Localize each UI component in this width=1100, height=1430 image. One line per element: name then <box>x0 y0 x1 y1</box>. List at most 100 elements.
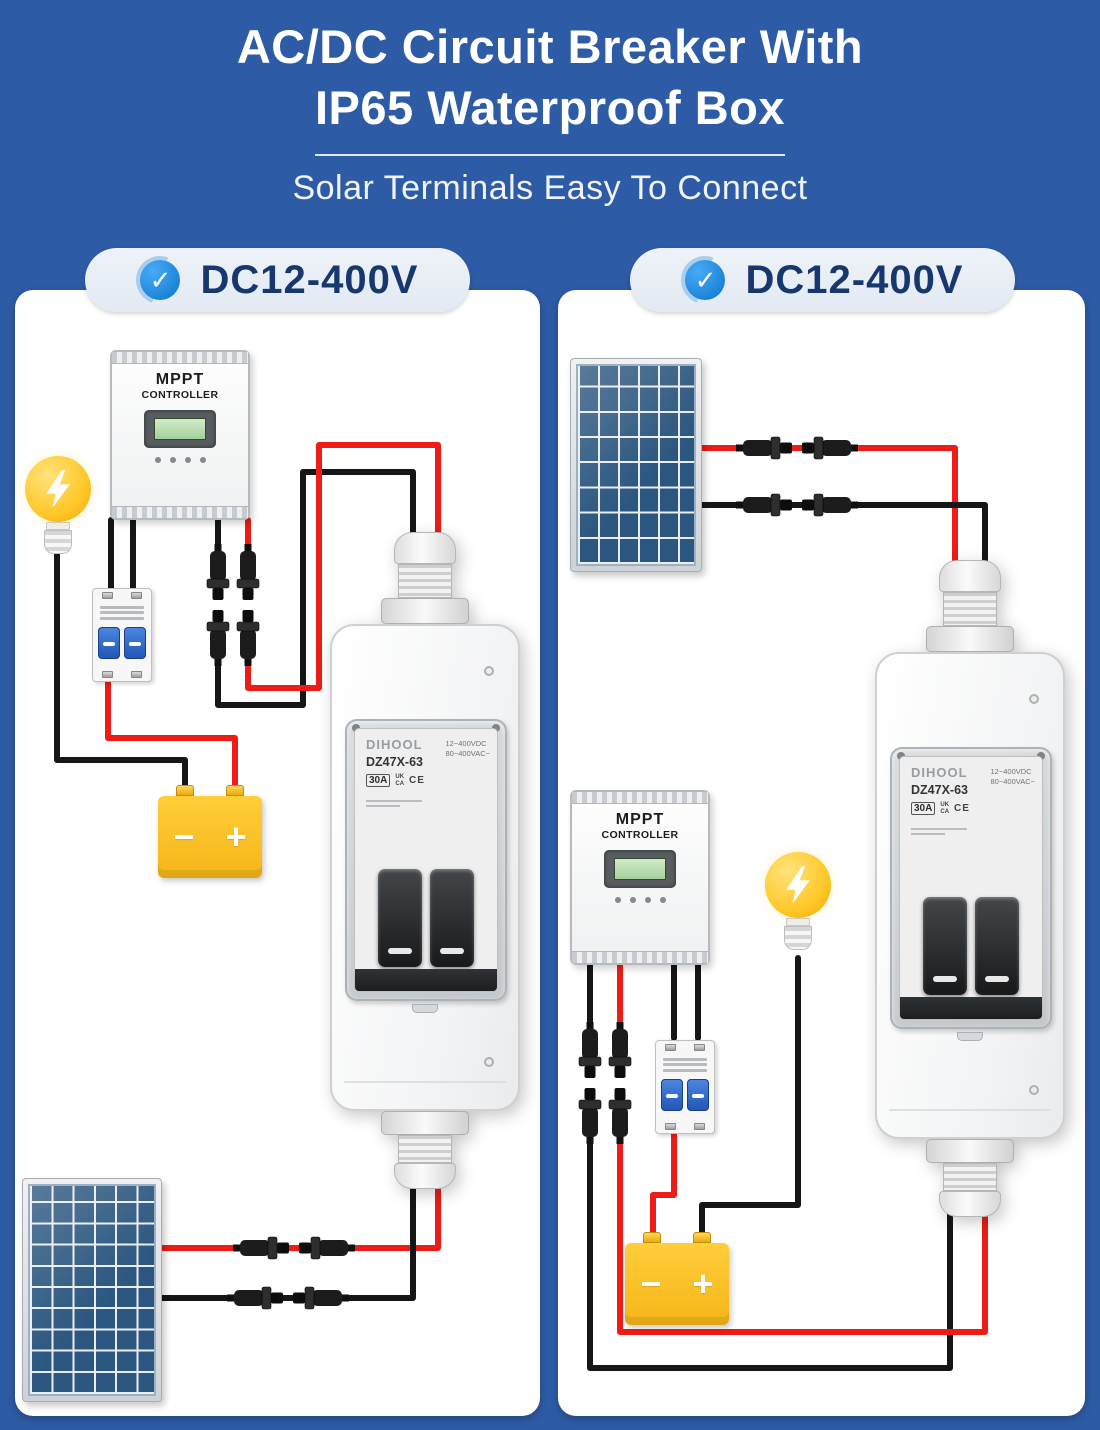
solar-cells <box>28 1184 156 1396</box>
battery-body: − + <box>625 1243 729 1325</box>
solar-panel <box>570 358 702 572</box>
mini-circuit-breaker <box>655 1040 715 1134</box>
cable-gland-bottom-thread <box>398 1135 452 1163</box>
breaker-terminal-screws-bottom <box>93 671 151 678</box>
mppt-controller: MPPT CONTROLLER <box>570 790 710 965</box>
breaker-terminal-screws-bottom <box>656 1123 714 1130</box>
breaker-switches <box>355 869 497 967</box>
cable-gland-top-cap <box>939 560 1001 592</box>
controller-lcd-screen <box>614 858 666 880</box>
waterproof-breaker-box: DIHOOL 12~400VDC 80~400VAC~ DZ47X-63 30A… <box>330 532 520 1189</box>
breaker-brand: DIHOOL <box>911 765 968 780</box>
breaker-toggles <box>661 1079 709 1111</box>
voltage-badge-right: DC12-400V <box>630 248 1015 312</box>
check-icon <box>128 248 193 312</box>
breaker-window: DIHOOL 12~400VDC 80~400VAC~ DZ47X-63 30A… <box>345 719 507 1001</box>
breaker-volt-ac: 80~400VAC~ <box>990 777 1035 787</box>
breaker-switch-right <box>430 869 474 967</box>
breaker-toggle-right <box>124 627 146 659</box>
breaker-model: DZ47X-63 <box>911 783 968 797</box>
mppt-controller: MPPT CONTROLLER <box>110 350 250 520</box>
breaker-model: DZ47X-63 <box>366 755 423 769</box>
screw-hole <box>484 1057 494 1067</box>
breaker-voltage-ratings: 12~400VDC 80~400VAC~ <box>446 739 490 759</box>
controller-name: MPPT CONTROLLER <box>142 371 219 401</box>
breaker-brand: DIHOOL <box>366 737 423 752</box>
header-divider <box>315 154 785 157</box>
cable-gland-bottom-nut <box>926 1139 1014 1163</box>
controller-label-line1: MPPT <box>615 811 665 828</box>
check-icon <box>673 248 738 312</box>
din-breaker-face: DIHOOL 12~400VDC 80~400VAC~ DZ47X-63 30A… <box>899 756 1043 1020</box>
controller-vent-bottom <box>572 951 708 963</box>
breaker-base <box>355 969 497 991</box>
box-seam <box>344 1081 506 1083</box>
controller-buttons <box>614 897 666 903</box>
breaker-toggle-left <box>661 1079 683 1111</box>
breaker-volt-dc: 12~400VDC <box>445 739 487 748</box>
ukca-mark: UK CA <box>395 774 404 787</box>
battery-plus: + <box>225 816 247 857</box>
breaker-toggle-left <box>98 627 120 659</box>
breaker-toggle-right <box>687 1079 709 1111</box>
box-body: DIHOOL 12~400VDC 80~400VAC~ DZ47X-63 30A… <box>330 624 520 1111</box>
mini-circuit-breaker <box>92 588 152 682</box>
breaker-rating: 30A <box>366 774 391 788</box>
screw-hole <box>484 666 494 676</box>
screw-hole <box>1029 1085 1039 1095</box>
battery-body: − + <box>158 796 262 878</box>
box-seam <box>889 1109 1051 1111</box>
battery: − + <box>625 1232 729 1325</box>
breaker-switch-left <box>378 869 422 967</box>
ce-mark: CE <box>409 775 425 787</box>
cable-gland-bottom-nut <box>381 1111 469 1135</box>
window-latch <box>412 1004 438 1013</box>
breaker-terminal-screws-top <box>656 1044 714 1051</box>
subtitle: Solar Terminals Easy To Connect <box>292 169 808 208</box>
battery: − + <box>158 785 262 878</box>
box-body: DIHOOL 12~400VDC 80~400VAC~ DZ47X-63 30A… <box>875 652 1065 1139</box>
badge-label: DC12-400V <box>745 257 964 302</box>
breaker-certs: 30A UK CA CE <box>366 774 425 788</box>
cable-gland-bottom-cap <box>939 1191 1001 1217</box>
solar-panel <box>22 1178 162 1402</box>
wiring-diagram-panel-left: MPPT CONTROLLER <box>15 290 540 1416</box>
cable-gland-top-nut <box>381 598 469 624</box>
battery-minus: − <box>173 816 195 857</box>
header: AC/DC Circuit Breaker With IP65 Waterpro… <box>0 0 1100 208</box>
voltage-badge-left: DC12-400V <box>85 248 470 312</box>
breaker-switches <box>900 897 1042 995</box>
breaker-switch-right <box>975 897 1019 995</box>
ukca-ca: CA <box>395 780 405 787</box>
controller-display <box>144 410 216 448</box>
bulb-screw-base <box>784 926 812 950</box>
window-latch <box>957 1032 983 1041</box>
badge-label: DC12-400V <box>200 257 419 302</box>
lightning-bolt-icon <box>786 866 810 904</box>
controller-display <box>604 850 676 888</box>
bulb-globe <box>765 852 831 918</box>
breaker-spec-lines <box>911 825 967 838</box>
battery-plus: + <box>692 1263 714 1304</box>
controller-vent-bottom <box>112 506 248 518</box>
breaker-switch-left <box>923 897 967 995</box>
bulb-screw-base <box>44 530 72 554</box>
controller-vent-top <box>112 352 248 364</box>
battery-terminals <box>625 1232 729 1243</box>
waterproof-breaker-box: DIHOOL 12~400VDC 80~400VAC~ DZ47X-63 30A… <box>875 560 1065 1217</box>
cable-gland-bottom-thread <box>943 1163 997 1191</box>
breaker-rating: 30A <box>911 802 936 816</box>
cable-gland-bottom-cap <box>394 1163 456 1189</box>
din-breaker-face: DIHOOL 12~400VDC 80~400VAC~ DZ47X-63 30A… <box>354 728 498 992</box>
wiring-diagram-panel-right: DIHOOL 12~400VDC 80~400VAC~ DZ47X-63 30A… <box>558 290 1085 1416</box>
wiring-right <box>578 436 988 1371</box>
controller-lcd-screen <box>154 418 206 440</box>
breaker-spec-lines <box>366 797 422 810</box>
breaker-volt-ac: 80~400VAC~ <box>445 749 490 759</box>
ce-mark: CE <box>954 803 970 815</box>
screw-hole <box>1029 694 1039 704</box>
ukca-uk: UK <box>395 774 405 780</box>
breaker-volt-dc: 12~400VDC <box>990 767 1032 776</box>
lightning-bolt-icon <box>46 470 70 508</box>
